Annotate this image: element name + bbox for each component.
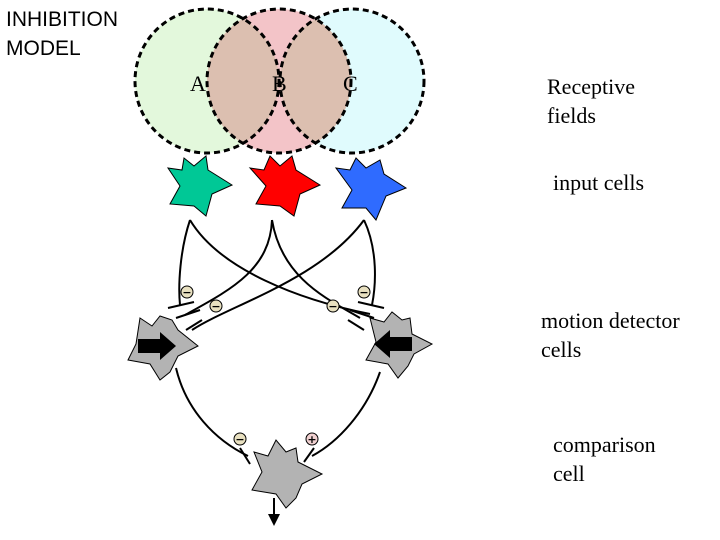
synapse-bar: [175, 309, 201, 319]
right-arrow-icon: [138, 332, 176, 360]
synapse-bar: [357, 301, 385, 309]
minus-sign-3: −: [326, 299, 340, 313]
synapse-bar: [185, 319, 203, 331]
connection-b-right: [271, 219, 361, 319]
overlap-ab: [207, 9, 279, 153]
title-line-1: INHIBITION: [6, 8, 119, 31]
motion-detector-label: motion detector cells: [541, 308, 680, 362]
field-outline-b: [205, 7, 353, 155]
comparison-cell-label: comparison cell: [553, 432, 656, 486]
synapse-bar: [347, 319, 365, 331]
comparison-connections: [175, 367, 381, 465]
left-arrow-icon: [374, 330, 412, 358]
connection-a-left: [178, 219, 191, 306]
field-outline-c: [278, 7, 426, 155]
input-cells-label: input cells: [553, 170, 645, 195]
synapse-bar: [303, 447, 315, 463]
connection-left-to-comparison: [175, 367, 249, 457]
svg-text:−: −: [182, 286, 191, 299]
diagram-title: INHIBITION MODEL: [6, 5, 118, 63]
input-cell-b: [248, 155, 322, 217]
svg-text:−: −: [359, 286, 368, 299]
field-label-b: B: [272, 71, 287, 96]
svg-text:−: −: [235, 433, 244, 446]
synapse-bar: [349, 309, 375, 319]
field-label-c: C: [343, 71, 358, 96]
connection-right-to-comparison: [311, 371, 381, 457]
connection-c-right: [363, 219, 376, 306]
svg-text:+: +: [307, 433, 316, 446]
synapse-bar: [167, 301, 195, 309]
connection-b-left: [184, 219, 273, 316]
minus-sign-5: −: [233, 432, 247, 446]
input-cells: [166, 155, 408, 221]
motion-detector-cells: [127, 311, 434, 381]
svg-text:−: −: [211, 300, 220, 313]
overlap-bc: [280, 9, 351, 153]
comparison-cell: [251, 439, 324, 509]
minus-sign-1: −: [180, 285, 194, 299]
field-label-a: A: [190, 71, 206, 96]
synapse-signs: − − − − − +: [180, 285, 371, 446]
receptive-fields-label: Receptive fields: [547, 74, 635, 128]
svg-text:−: −: [328, 300, 337, 313]
input-cell-a: [166, 155, 234, 217]
plus-sign: +: [305, 432, 319, 446]
receptive-fields: A B C: [133, 7, 426, 155]
input-cell-c: [334, 157, 408, 221]
minus-sign-4: −: [357, 285, 371, 299]
title-line-2: MODEL: [6, 37, 81, 60]
connections: [167, 219, 385, 331]
connection-c-left: [191, 219, 365, 331]
synapse-bar: [239, 447, 251, 465]
minus-sign-2: −: [209, 299, 223, 313]
